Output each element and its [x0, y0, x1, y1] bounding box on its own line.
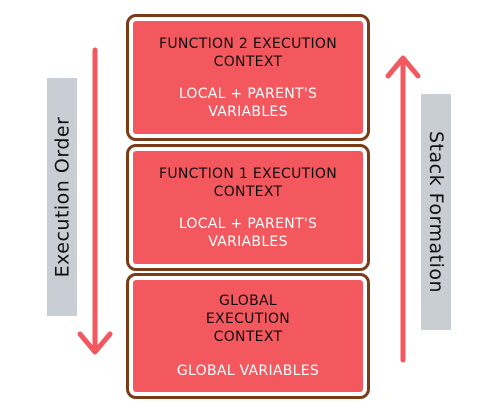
execution-order-arrow [77, 47, 113, 355]
execution-order-label: Execution Order [47, 78, 77, 316]
global-vars-line-1: GLOBAL VARIABLES [176, 363, 320, 379]
global-execution-context: GLOBAL EXECUTION CONTEXT GLOBAL VARIABLE… [126, 273, 370, 399]
global-title-line-2: EXECUTION [205, 311, 291, 327]
function-2-title-line-2: CONTEXT [213, 53, 283, 70]
function-1-title-line-1: FUNCTION 1 EXECUTION [158, 165, 337, 182]
function-1-context-title: FUNCTION 1 EXECUTION CONTEXT [159, 165, 337, 201]
function-1-context-variables: LOCAL + PARENT'S VARIABLES [179, 215, 317, 251]
stack-formation-label: Stack Formation [421, 94, 451, 330]
function-1-vars-line-1: LOCAL + PARENT'S [178, 215, 318, 232]
function-1-execution-context: FUNCTION 1 EXECUTION CONTEXT LOCAL + PAR… [126, 144, 370, 271]
global-title-line-1: GLOBAL [219, 293, 277, 309]
function-1-vars-line-2: VARIABLES [208, 233, 288, 250]
function-2-vars-line-1: LOCAL + PARENT'S [178, 85, 318, 102]
function-2-context-title: FUNCTION 2 EXECUTION CONTEXT [159, 35, 337, 71]
stack-formation-arrow [385, 55, 421, 363]
function-2-vars-line-2: VARIABLES [208, 103, 288, 120]
function-2-context-variables: LOCAL + PARENT'S VARIABLES [179, 85, 317, 121]
function-1-context-fill: FUNCTION 1 EXECUTION CONTEXT LOCAL + PAR… [133, 151, 363, 264]
global-title-line-3: CONTEXT [213, 329, 283, 345]
execution-order-text: Execution Order [51, 116, 73, 278]
global-context-title: GLOBAL EXECUTION CONTEXT [206, 292, 290, 346]
global-context-variables: GLOBAL VARIABLES [177, 362, 319, 380]
stack-formation-text: Stack Formation [425, 130, 448, 294]
function-1-title-line-2: CONTEXT [213, 183, 283, 200]
function-2-execution-context: FUNCTION 2 EXECUTION CONTEXT LOCAL + PAR… [126, 14, 370, 141]
global-context-fill: GLOBAL EXECUTION CONTEXT GLOBAL VARIABLE… [133, 280, 363, 392]
function-2-title-line-1: FUNCTION 2 EXECUTION [158, 35, 337, 52]
function-2-context-fill: FUNCTION 2 EXECUTION CONTEXT LOCAL + PAR… [133, 21, 363, 134]
